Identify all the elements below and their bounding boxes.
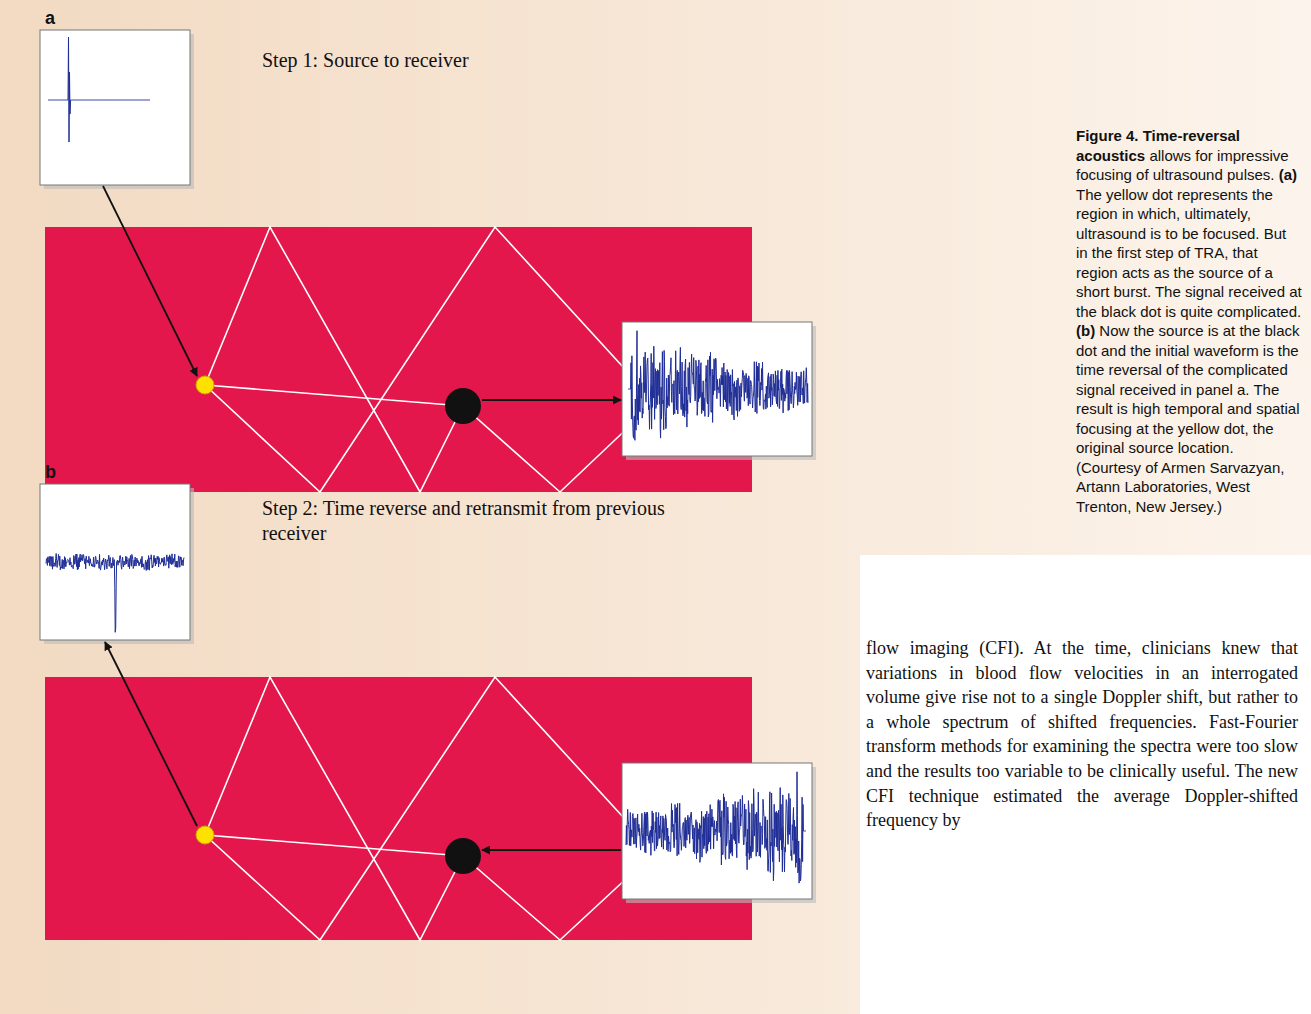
waveform-trace bbox=[48, 37, 150, 142]
figure-caption: Figure 4. Time-reversal acoustics allows… bbox=[1076, 126, 1302, 516]
arrow bbox=[482, 399, 621, 401]
arrow bbox=[482, 849, 621, 851]
step-label: Step 1: Source to receiver bbox=[262, 48, 682, 73]
body-text: flow imaging (CFI). At the time, clinici… bbox=[866, 636, 1298, 833]
focus-dot bbox=[196, 826, 214, 844]
arrow bbox=[103, 186, 197, 376]
arrow bbox=[105, 642, 197, 826]
transmitter-dot bbox=[445, 838, 481, 874]
step-label: Step 2: Time reverse and retransmit from… bbox=[262, 496, 702, 546]
waveform-trace bbox=[626, 772, 806, 883]
panel-letter: b bbox=[45, 462, 56, 483]
panel-a bbox=[40, 30, 816, 492]
panel-b bbox=[40, 484, 816, 940]
ray-paths bbox=[205, 677, 655, 940]
receiver-dot bbox=[445, 388, 481, 424]
source-dot bbox=[196, 376, 214, 394]
waveforms bbox=[46, 37, 808, 883]
waveform-box bbox=[40, 484, 190, 640]
waveform-box bbox=[40, 30, 190, 185]
waveform-box bbox=[622, 763, 812, 899]
ray-paths bbox=[205, 227, 655, 492]
waveform-box bbox=[622, 322, 812, 456]
panel-letter: a bbox=[45, 8, 55, 29]
waveform-trace bbox=[46, 554, 184, 633]
waveform-trace bbox=[628, 331, 808, 441]
